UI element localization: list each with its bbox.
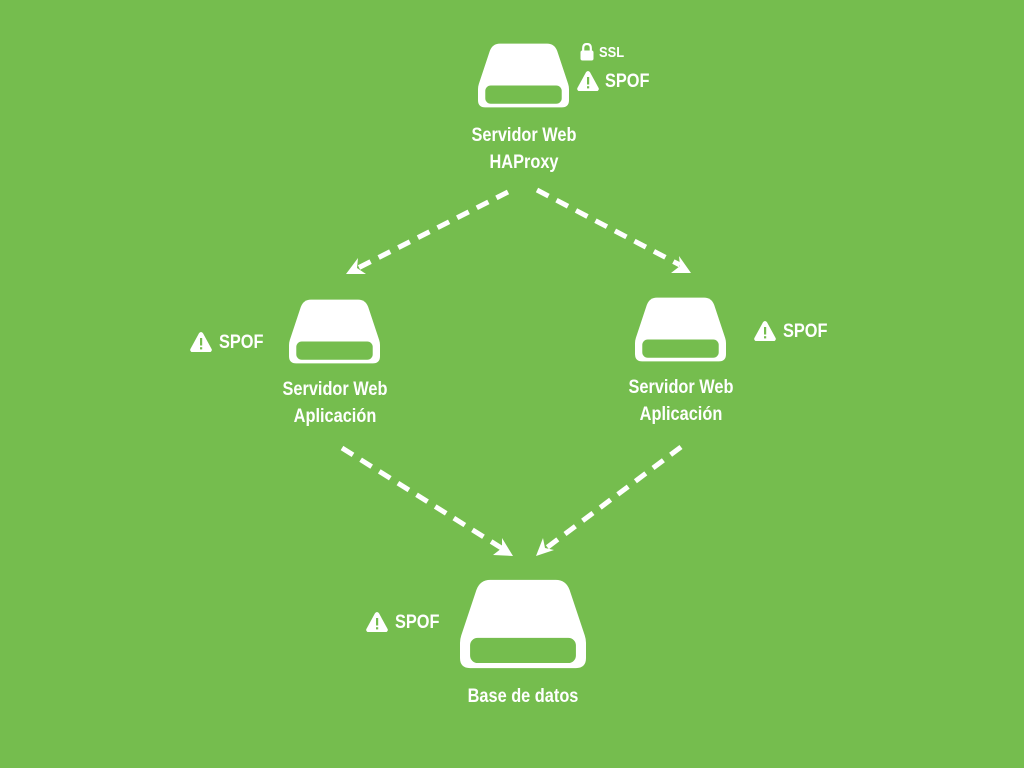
haproxy-node-label: Servidor Web HAProxy (455, 122, 593, 176)
app-left-spof-label: SPOF (219, 332, 264, 353)
database-spof-label: SPOF (395, 612, 440, 633)
connector-app-right-to-database (536, 445, 683, 556)
app-right-spof-label: SPOF (783, 321, 828, 342)
database-server-icon (460, 579, 586, 669)
app-left-server-icon (289, 299, 380, 364)
app-right-title: Servidor Web (628, 377, 734, 398)
connector-app-left-to-database (340, 445, 513, 556)
connector-haproxy-to-app-right (535, 187, 691, 273)
database-node-label: Base de datos (454, 683, 592, 710)
app-left-node-label: Servidor Web Aplicación (266, 376, 404, 430)
app-right-subtitle: Aplicación (639, 404, 723, 425)
haproxy-title: Servidor Web (471, 125, 577, 146)
app-left-title: Servidor Web (282, 379, 388, 400)
ssl-label: SSL (599, 44, 625, 61)
connector-haproxy-to-app-left (346, 189, 510, 274)
database-title: Base de datos (467, 686, 579, 707)
app-left-subtitle: Aplicación (293, 406, 377, 427)
haproxy-server-icon (478, 43, 569, 108)
app-right-server-icon (635, 297, 726, 362)
haproxy-spof-label: SPOF (605, 71, 650, 92)
app-right-node-label: Servidor Web Aplicación (612, 374, 750, 428)
haproxy-subtitle: HAProxy (489, 152, 559, 173)
